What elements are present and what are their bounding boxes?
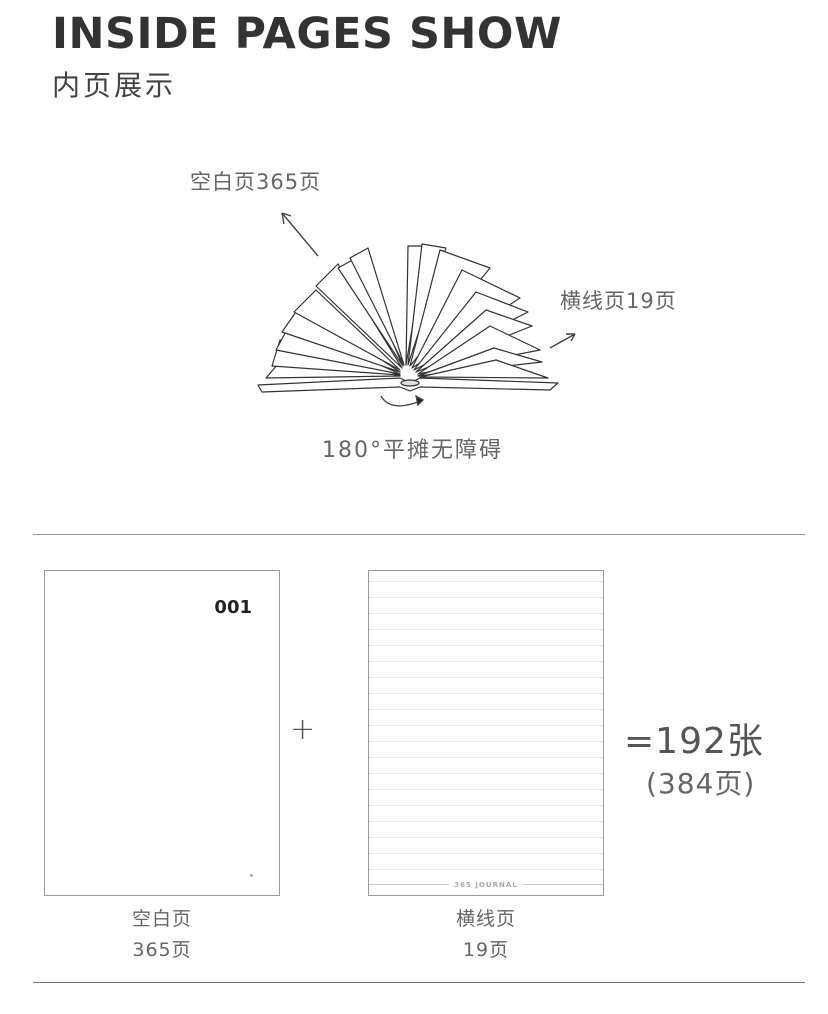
blank-page-sample: 001	[44, 570, 280, 896]
label-lay-flat: 180°平摊无障碍	[322, 438, 503, 463]
open-book-icon	[257, 243, 559, 393]
footer-rule-left	[369, 884, 449, 885]
caption-blank-count: 365页	[132, 939, 192, 961]
page-dot	[250, 874, 253, 877]
total-pages: (384页)	[646, 767, 756, 800]
caption-blank-name: 空白页	[131, 908, 192, 930]
caption-lined-count: 19页	[462, 939, 510, 961]
divider-top	[33, 534, 805, 535]
plus-sign: +	[290, 712, 316, 747]
page-number: 001	[214, 597, 252, 618]
lined-page-sample: 365 JOURNAL	[368, 570, 604, 896]
total-sheets: =192张	[624, 721, 764, 762]
divider-bottom	[33, 982, 805, 983]
page-title-cn: 内页展示	[52, 69, 177, 102]
caption-blank: 空白页 365页	[44, 904, 280, 966]
label-blank-pages: 空白页365页	[190, 170, 322, 194]
caption-lined: 横线页 19页	[368, 904, 604, 966]
footer-rule-right	[523, 884, 603, 885]
journal-footer: 365 JOURNAL	[454, 881, 518, 889]
caption-lined-name: 横线页	[455, 908, 516, 930]
page-title-en: INSIDE PAGES SHOW	[52, 9, 562, 59]
label-lined-pages: 横线页19页	[560, 289, 677, 313]
